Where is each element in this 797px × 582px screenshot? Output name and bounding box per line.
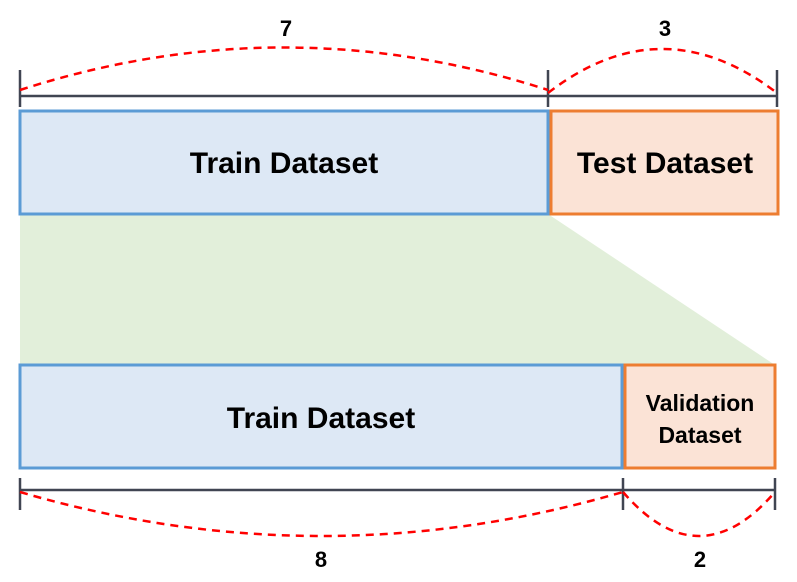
top-train-block: Train Dataset bbox=[18, 109, 550, 216]
top-test-brace bbox=[547, 47, 778, 94]
bottom-validation-block: Validation Dataset bbox=[623, 363, 777, 470]
bottom-train-ratio: 8 bbox=[315, 547, 327, 572]
bottom-train-brace bbox=[19, 490, 624, 538]
top-train-ratio: 7 bbox=[280, 16, 292, 41]
bottom-validation-ratio: 2 bbox=[694, 547, 706, 572]
expansion-region bbox=[20, 214, 775, 365]
bottom-train-box bbox=[18, 363, 624, 470]
bottom-train-label: Train Dataset bbox=[227, 402, 415, 435]
top-test-box bbox=[549, 109, 780, 216]
top-train-box bbox=[18, 109, 550, 216]
bottom-validation-box bbox=[623, 363, 777, 470]
bottom-validation-label-line1: Validation bbox=[646, 390, 755, 416]
top-train-brace bbox=[19, 46, 549, 92]
top-test-label: Test Dataset bbox=[577, 147, 753, 180]
bottom-validation-brace bbox=[622, 491, 776, 538]
top-scale: 7 3 bbox=[18, 16, 779, 107]
top-test-block: Test Dataset bbox=[549, 109, 780, 216]
top-train-label: Train Dataset bbox=[190, 147, 378, 180]
top-test-ratio: 3 bbox=[659, 16, 671, 41]
bottom-scale: 8 2 bbox=[18, 478, 777, 572]
bottom-train-block: Train Dataset bbox=[18, 363, 624, 470]
bottom-validation-label-line2: Dataset bbox=[658, 422, 741, 448]
